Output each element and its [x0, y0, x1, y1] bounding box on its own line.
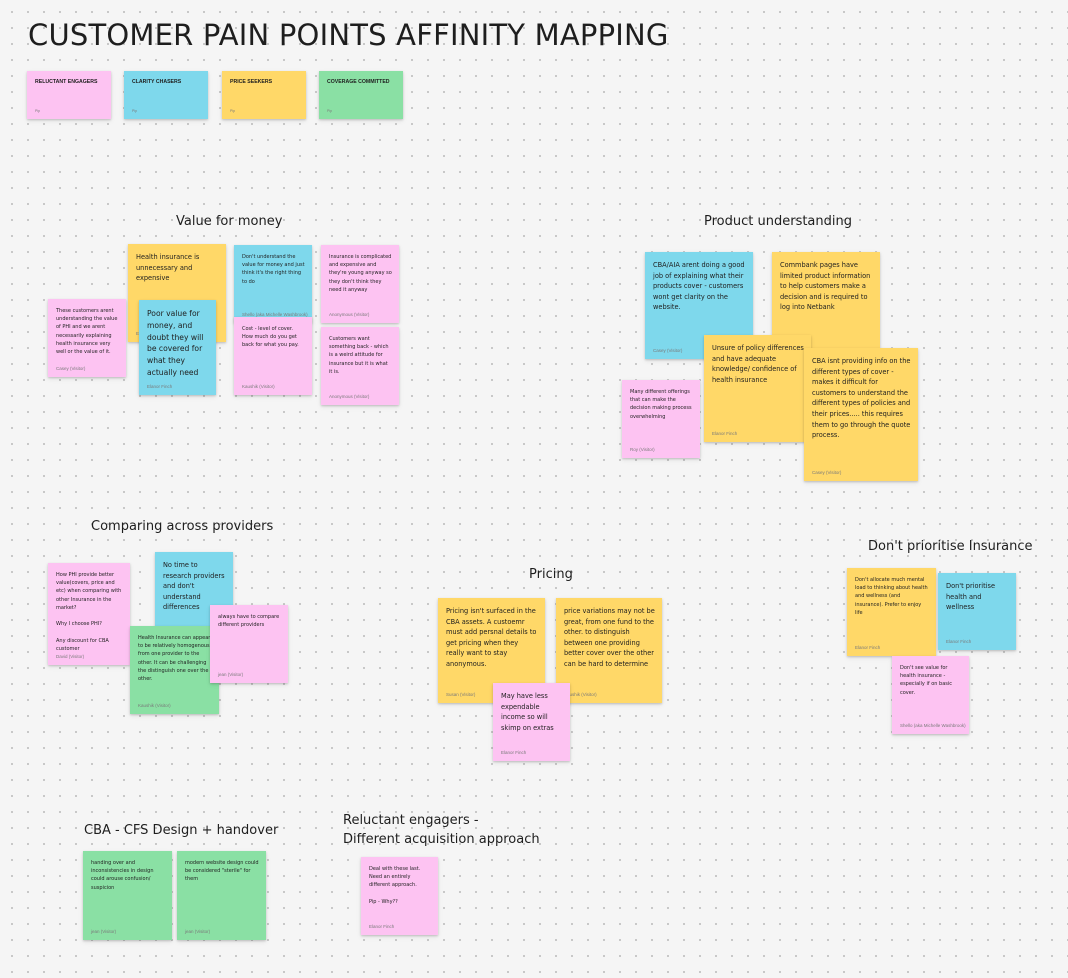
note-author: Elanor Finch	[712, 431, 738, 436]
note-text: How PHI provide better value(covers, pri…	[56, 572, 122, 652]
note-author: Elanor Finch	[369, 924, 395, 929]
sticky-note[interactable]: Insurance is complicated and expensive a…	[321, 245, 399, 323]
note-text: Many different offerings that can make t…	[630, 389, 692, 420]
sticky-note[interactable]: Poor value for money, and doubt they wil…	[139, 300, 216, 395]
cluster-heading-pricing[interactable]: Pricing	[529, 567, 573, 582]
note-text: CBA isnt providing info on the different…	[812, 357, 911, 440]
note-author: Kaushik (Visitor)	[564, 692, 597, 697]
note-author: David (Visitor)	[56, 654, 85, 659]
sticky-note[interactable]: Many different offerings that can make t…	[622, 380, 700, 458]
note-author: Elanor Finch	[855, 645, 881, 650]
sticky-note[interactable]: modern website design could be considere…	[177, 851, 266, 940]
sticky-note[interactable]: Cost - level of cover. How much do you g…	[234, 317, 312, 395]
note-text: CBA/AIA arent doing a good job of explai…	[653, 261, 745, 312]
sticky-note[interactable]: These customers arent understanding the …	[48, 299, 126, 377]
legend-label: COVERAGE COMMITTED	[327, 79, 390, 85]
note-text: handing over and inconsistencies in desi…	[91, 860, 154, 891]
note-author: Elanor Finch	[946, 639, 972, 644]
sticky-note[interactable]: May have less expendable income so will …	[493, 683, 570, 761]
note-text: always have to compare different provide…	[218, 614, 280, 629]
legend-note-price-seekers[interactable]: PRICE SEEKERS Pip	[222, 71, 306, 119]
sticky-note[interactable]: Health Insurance can appear to be relati…	[130, 626, 219, 714]
cluster-heading-product-understanding[interactable]: Product understanding	[704, 214, 852, 229]
sticky-note[interactable]: Don't see value for health insurance - e…	[892, 656, 969, 734]
note-author: Susan (Visitor)	[446, 692, 476, 697]
note-text: Commbank pages have limited product info…	[780, 261, 871, 312]
cluster-heading-dont-prioritise[interactable]: Don't prioritise Insurance	[868, 539, 1033, 554]
cluster-heading-value-for-money[interactable]: Value for money	[176, 214, 283, 229]
note-author: jean (Visitor)	[91, 929, 117, 934]
note-author: Shello (aka Michelle Washbrook)	[900, 723, 966, 728]
legend-note-clarity-chasers[interactable]: CLARITY CHASERS Pip	[124, 71, 208, 119]
legend-note-reluctant-engagers[interactable]: RELUCTANT ENGAGERS Pip	[27, 71, 111, 119]
note-text: Don't understand the value for money and…	[242, 254, 305, 285]
note-text: Health insurance is unnecessary and expe…	[136, 253, 200, 283]
note-text: Customers want something back - which is…	[329, 336, 389, 375]
note-author: Casey (Visitor)	[812, 470, 842, 475]
note-author: Roy (Visitor)	[630, 447, 655, 452]
note-text: Health Insurance can appear to be relati…	[138, 635, 211, 683]
note-text: Don't see value for health insurance - e…	[900, 665, 952, 696]
cluster-heading-cba-cfs[interactable]: CBA - CFS Design + handover	[84, 823, 279, 838]
note-author: jean (Visitor)	[185, 929, 211, 934]
note-author: Anonymous (Visitor)	[329, 312, 370, 317]
note-author: Kaushik (Visitor)	[242, 384, 275, 389]
legend-label: PRICE SEEKERS	[230, 79, 273, 85]
note-author: Kaushik (Visitor)	[138, 703, 171, 708]
sticky-note[interactable]: Don't prioritise health and wellness Ela…	[938, 573, 1016, 650]
note-author: E	[136, 331, 140, 336]
note-text: price variations may not be great, from …	[564, 607, 655, 668]
legend-author: Pip	[327, 109, 333, 113]
cluster-heading-reluctant-engagers[interactable]: Reluctant engagers -	[343, 813, 479, 828]
note-text: Unsure of policy differences and have ad…	[712, 344, 804, 384]
note-author: Elanor Finch	[147, 384, 173, 389]
sticky-note[interactable]: No time to research providers and don't …	[155, 552, 233, 630]
note-text: Deal with these last. Need an entirely d…	[369, 866, 421, 905]
legend-author: Pip	[35, 109, 41, 113]
note-author: Anonymous (Visitor)	[329, 394, 370, 399]
sticky-note[interactable]: Don't allocate much mental load to think…	[847, 568, 936, 656]
note-author: Casey (Visitor)	[653, 348, 683, 353]
note-author: jean (Visitor)	[218, 672, 244, 677]
note-author: Casey (Visitor)	[56, 366, 86, 371]
legend-label: RELUCTANT ENGAGERS	[35, 79, 98, 85]
legend-note-coverage-committed[interactable]: COVERAGE COMMITTED Pip	[319, 71, 403, 119]
sticky-note[interactable]: price variations may not be great, from …	[556, 598, 662, 703]
note-text: Don't allocate much mental load to think…	[855, 577, 928, 616]
note-text: Insurance is complicated and expensive a…	[329, 254, 392, 293]
note-text: These customers arent understanding the …	[56, 308, 118, 356]
sticky-note[interactable]: handing over and inconsistencies in desi…	[83, 851, 172, 940]
sticky-note[interactable]: Unsure of policy differences and have ad…	[704, 335, 811, 442]
note-text: Poor value for money, and doubt they wil…	[147, 309, 204, 377]
note-text: Don't prioritise health and wellness	[946, 582, 995, 612]
note-author: Elanor Finch	[501, 750, 527, 755]
legend-author: Pip	[230, 109, 236, 113]
cluster-heading-comparing-providers[interactable]: Comparing across providers	[91, 519, 274, 534]
sticky-note[interactable]: CBA isnt providing info on the different…	[804, 348, 918, 481]
sticky-note[interactable]: How PHI provide better value(covers, pri…	[48, 563, 130, 665]
note-text: Cost - level of cover. How much do you g…	[242, 326, 299, 349]
sticky-note[interactable]: Customers want something back - which is…	[321, 327, 399, 405]
note-text: No time to research providers and don't …	[163, 561, 225, 612]
board-title: CUSTOMER PAIN POINTS AFFINITY MAPPING	[28, 18, 669, 52]
sticky-note[interactable]: Deal with these last. Need an entirely d…	[361, 857, 438, 935]
legend-label: CLARITY CHASERS	[132, 79, 182, 85]
legend-author: Pip	[132, 109, 138, 113]
sticky-note[interactable]: always have to compare different provide…	[210, 605, 288, 683]
sticky-note[interactable]: Don't understand the value for money and…	[234, 245, 312, 323]
note-author: Shello (aka Michelle Washbrook)	[242, 312, 308, 317]
note-text: May have less expendable income so will …	[501, 692, 554, 732]
note-text: Pricing isn't surfaced in the CBA assets…	[446, 607, 537, 668]
cluster-heading-acquisition-approach[interactable]: Different acquisition approach	[343, 832, 540, 847]
sticky-note[interactable]: Pricing isn't surfaced in the CBA assets…	[438, 598, 545, 703]
note-text: modern website design could be considere…	[185, 860, 259, 883]
